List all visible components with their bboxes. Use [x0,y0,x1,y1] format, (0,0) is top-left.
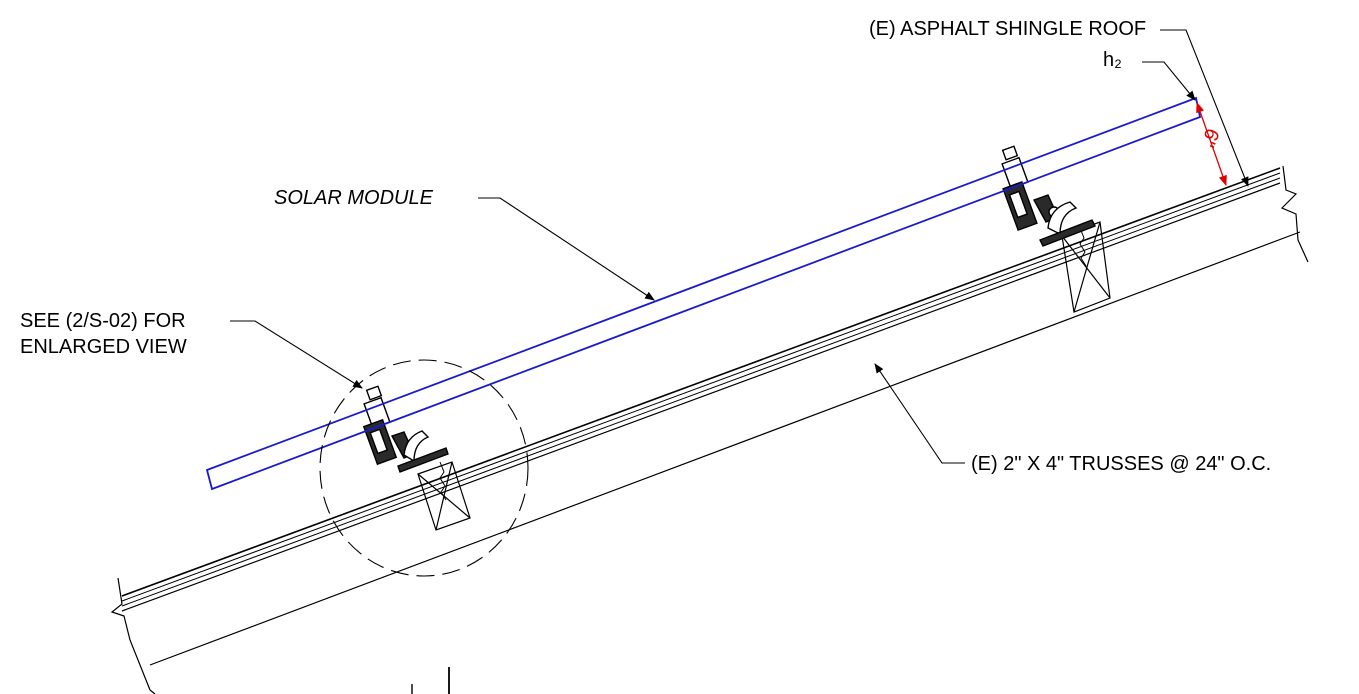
truss-block-left [417,461,471,531]
break-symbol-left [110,577,156,694]
trusses-label: (E) 2" X 4" TRUSSES @ 24" O.C. [971,453,1272,475]
roof-deck [121,167,1301,666]
leader-module [478,197,655,301]
roof-sheathing-line [121,177,1281,607]
roof-shingle-line [121,172,1281,602]
mount-bracket-right [1001,145,1096,247]
leader-h2 [1142,61,1196,101]
h2-label: h₂ [1103,49,1122,71]
see-detail-label-line2: ENLARGED VIEW [20,336,187,358]
leader-see [230,320,363,389]
detail-callout-circle [319,359,529,577]
see-detail-label-line1: SEE (2/S-02) FOR [20,310,186,332]
roof-deck-bottom-line [121,182,1281,612]
height-dimension [1196,102,1227,186]
solar-module [205,96,1202,491]
roof-label: (E) ASPHALT SHINGLE ROOF [869,18,1147,40]
leader-lines [230,29,1249,464]
leader-roof [1160,29,1249,187]
break-symbol-right [1280,165,1309,263]
roof-shingle-top-line [121,167,1281,597]
mount-bracket-left [362,385,449,473]
solar-module-label: SOLAR MODULE [274,187,433,209]
leader-trusses [874,363,965,464]
rafter-bottom-line [149,231,1301,666]
